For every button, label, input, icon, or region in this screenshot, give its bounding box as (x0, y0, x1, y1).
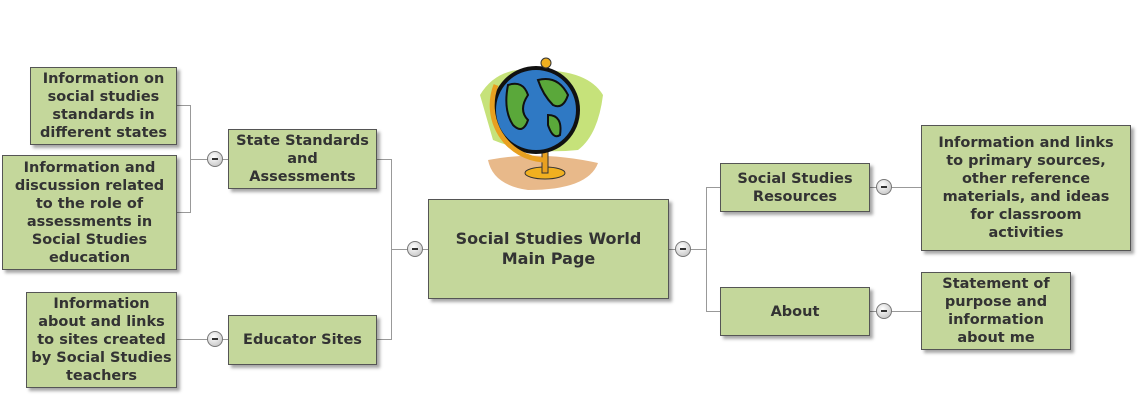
subtopic-label: Information and discussion related to th… (14, 159, 165, 266)
topic-about[interactable]: About (720, 287, 870, 336)
central-topic[interactable]: Social Studies World Main Page (428, 199, 669, 299)
topic-label: Social Studies Resources (737, 170, 853, 205)
connector (177, 339, 228, 340)
central-topic-label: Social Studies World Main Page (455, 229, 642, 268)
connector (377, 339, 391, 340)
topic-educator-sites[interactable]: Educator Sites (228, 315, 377, 365)
subtopic-assessments-info[interactable]: Information and discussion related to th… (2, 155, 177, 270)
connector (706, 187, 720, 188)
connector (177, 105, 190, 106)
globe-icon (480, 57, 603, 190)
topic-state-standards[interactable]: State Standards and Assessments (228, 129, 377, 189)
collapse-button[interactable] (207, 331, 223, 347)
subtopic-label: Information about and links to sites cre… (31, 296, 172, 384)
connector (391, 159, 392, 340)
connector (177, 212, 190, 213)
subtopic-educator-sites-info[interactable]: Information about and links to sites cre… (26, 292, 177, 388)
subtopic-about-info[interactable]: Statement of purpose and information abo… (921, 272, 1071, 350)
connector (870, 187, 921, 188)
connector (190, 105, 191, 213)
collapse-button[interactable] (207, 151, 223, 167)
subtopic-standards-info[interactable]: Information on social studies standards … (30, 67, 177, 145)
collapse-button[interactable] (876, 303, 892, 319)
collapse-button[interactable] (407, 241, 423, 257)
connector (870, 311, 921, 312)
collapse-button[interactable] (675, 241, 691, 257)
topic-label: About (770, 303, 820, 320)
subtopic-label: Statement of purpose and information abo… (942, 276, 1050, 346)
topic-social-studies-resources[interactable]: Social Studies Resources (720, 163, 870, 212)
topic-label: State Standards and Assessments (236, 133, 369, 185)
subtopic-label: Information and links to primary sources… (938, 135, 1114, 241)
connector (706, 311, 720, 312)
subtopic-resources-info[interactable]: Information and links to primary sources… (921, 125, 1131, 251)
collapse-button[interactable] (876, 179, 892, 195)
connector (706, 187, 707, 312)
subtopic-label: Information on social studies standards … (40, 71, 167, 141)
connector (377, 159, 391, 160)
topic-label: Educator Sites (243, 332, 362, 348)
